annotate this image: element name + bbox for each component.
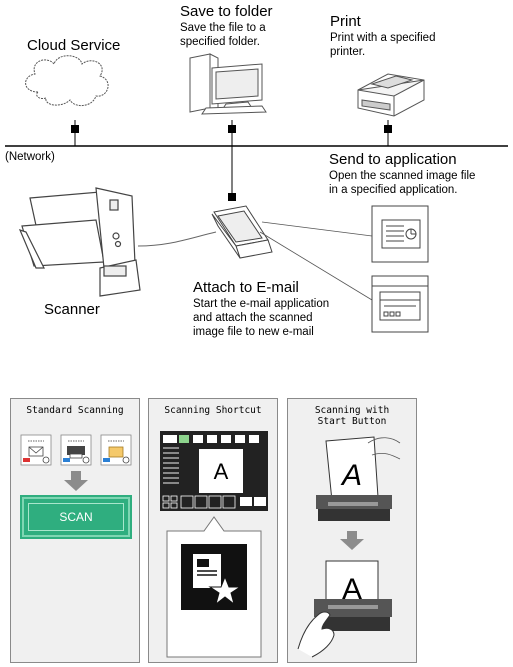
send-to-application-title: Send to application bbox=[329, 151, 457, 168]
scan-button[interactable]: SCAN bbox=[22, 497, 130, 537]
standard-scanning-title: Standard Scanning bbox=[26, 405, 124, 416]
usb-cable bbox=[137, 231, 217, 247]
star-icon bbox=[208, 575, 242, 606]
cloud-service-title: Cloud Service bbox=[27, 37, 121, 54]
send-to-application-desc-2: in a specified application. bbox=[329, 184, 458, 196]
laptop-icon bbox=[211, 205, 273, 259]
attach-to-email-desc-3: image file to new e-mail bbox=[193, 326, 314, 338]
scanning-shortcut-illustration: A bbox=[160, 431, 268, 658]
scanning-shortcut-panel: Scanning Shortcut A bbox=[148, 398, 278, 663]
save-to-folder-title: Save to folder bbox=[180, 3, 273, 20]
network-node bbox=[384, 125, 392, 133]
scanner-icon bbox=[18, 187, 141, 297]
scan-button-label: SCAN bbox=[59, 510, 93, 524]
network-node bbox=[228, 125, 236, 133]
attach-to-email-desc-1: Start the e-mail application bbox=[193, 298, 330, 310]
scanner-bottom-icon bbox=[314, 599, 392, 631]
application-window-icon bbox=[371, 205, 429, 263]
hand-icon bbox=[297, 611, 335, 658]
email-job-card-icon bbox=[20, 434, 52, 466]
send-to-application-desc-1: Open the scanned image file bbox=[329, 170, 476, 182]
save-to-folder-desc-2: specified folder. bbox=[180, 36, 260, 48]
email-window-icon bbox=[371, 275, 429, 333]
paper-letter-bottom: A bbox=[342, 573, 362, 606]
scanner-title: Scanner bbox=[44, 301, 100, 318]
standard-scanning-panel: Standard Scanning bbox=[10, 398, 140, 663]
network-node bbox=[228, 193, 236, 201]
scanner-top-icon bbox=[316, 495, 392, 521]
print-desc-2: printer. bbox=[330, 46, 366, 58]
down-arrow-icon bbox=[64, 471, 88, 491]
printer-icon bbox=[357, 73, 425, 117]
print-title: Print bbox=[330, 13, 361, 30]
printer-job-card-icon bbox=[60, 434, 92, 466]
start-button-panel: Scanning with Start Button A A bbox=[287, 398, 417, 663]
cloud-icon bbox=[25, 55, 109, 106]
print-desc-1: Print with a specified bbox=[330, 32, 436, 44]
standard-scanning-illustration bbox=[20, 434, 132, 491]
scanning-shortcut-title: Scanning Shortcut bbox=[164, 405, 262, 416]
paper-letter-top: A bbox=[340, 459, 362, 492]
network-node bbox=[71, 125, 79, 133]
attach-to-email-title: Attach to E-mail bbox=[193, 279, 299, 296]
preview-letter: A bbox=[214, 459, 229, 484]
start-button-illustration: A A bbox=[297, 436, 401, 658]
save-to-folder-desc-1: Save the file to a bbox=[180, 22, 266, 34]
start-button-title: Scanning with Start Button bbox=[314, 405, 390, 427]
network-label: (Network) bbox=[5, 151, 55, 163]
desktop-computer-icon bbox=[189, 53, 267, 115]
down-arrow-icon bbox=[340, 531, 364, 550]
attach-to-email-desc-2: and attach the scanned bbox=[193, 312, 313, 324]
folder-job-card-icon bbox=[100, 434, 132, 466]
